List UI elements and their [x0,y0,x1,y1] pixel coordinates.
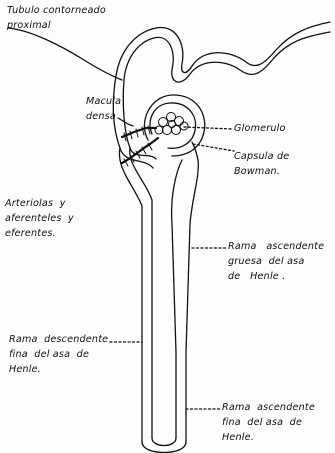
tubulo-leader-line [8,28,122,80]
bowman-capsule [150,103,196,148]
thick-ascending-limb-inner [172,160,182,352]
loop-of-henle-bottom [142,442,186,453]
thick-ascending-limb-outer [186,142,198,352]
loop-of-henle-bottom-inner [152,438,176,446]
label-tubulo-contorneado-proximal: Tubulo contorneado proximal [7,3,106,33]
label-arteriolas: Arteriolas y aferenteles y eferentes. [5,196,74,241]
glomerulo-leader-line [184,127,232,129]
label-capsula-de-bowman: Capsula de Bowman. [234,149,289,179]
label-rama-descendente-fina: Rama descendente fina del asa de Henle. [9,332,108,377]
label-rama-ascendente-fina: Rama ascendente fina del asa de Henle. [222,400,315,445]
label-macula-densa: Macula densa [86,94,121,124]
label-glomerulo: Glomerulo [234,121,286,136]
glomerulus [155,113,188,135]
label-rama-ascendente-gruesa: Rama ascendente gruesa del asa de Henle … [228,239,324,284]
capsula-leader-line [193,144,234,151]
descending-limb-inner [130,148,152,438]
descending-limb-outer [119,148,142,442]
